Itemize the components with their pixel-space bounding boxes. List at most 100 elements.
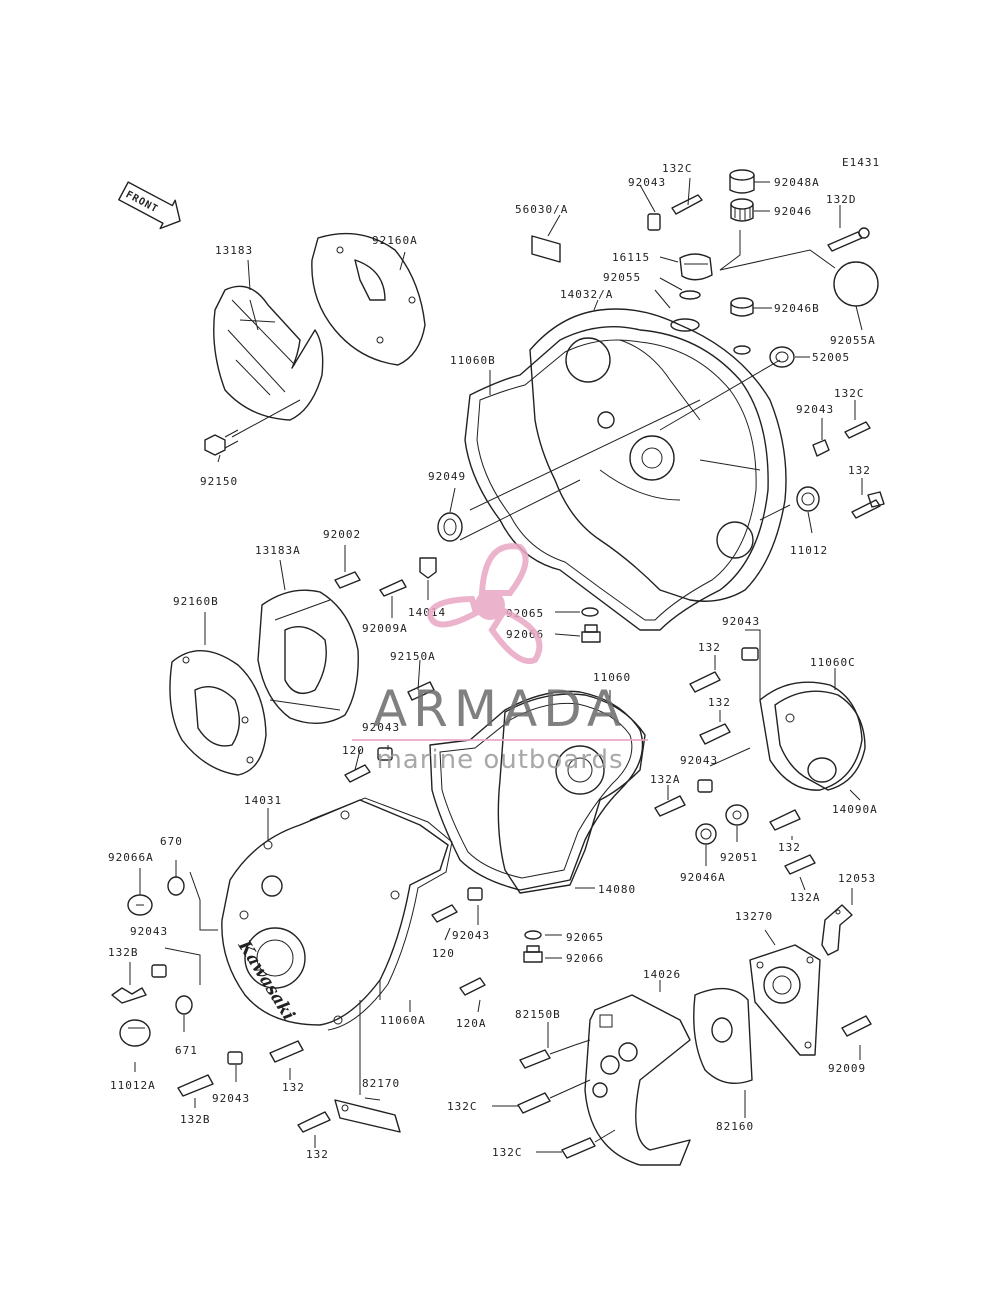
bolt-132b-top [111,987,147,1004]
label-132-r1: 132 [848,464,871,477]
label-132c-b2: 132C [492,1146,523,1159]
bolt-120-top [344,764,371,783]
label-92150a: 92150A [390,650,436,663]
oring-92065-bot [524,930,542,940]
seal-11012 [796,486,820,512]
label-670: 670 [160,835,183,848]
label-14026: 14026 [643,968,681,981]
label-671: 671 [175,1044,198,1057]
bolt-92150a [407,681,435,701]
label-132-r4: 132 [778,841,801,854]
dowel-92043-bot [227,1051,243,1065]
bushing-92046a [695,823,717,845]
label-92043-l4: 92043 [130,925,168,938]
cover-brand-text: Kawasaki [233,936,298,1024]
label-11060c: 11060C [810,656,856,669]
cover-13270 [749,944,821,1056]
bolt-132-r4 [769,809,801,831]
label-132-r2: 132 [698,641,721,654]
dowel-92043-l3 [377,747,393,761]
label-92049: 92049 [428,470,466,483]
guard-92160a [311,232,426,366]
guard-13183a [257,589,359,724]
bolt-132c-mid [844,421,871,439]
plate-82170 [334,1099,401,1133]
watermark-subtitle: marine outboards [376,745,623,775]
label-120-mid: 120 [432,947,455,960]
bolt-132d [827,227,870,252]
label-52005: 52005 [812,351,850,364]
label-11060a: 11060A [380,1014,426,1027]
label-132c-mid: 132C [834,387,865,400]
bolt-92002 [334,571,361,589]
gasket-11060c [759,681,863,791]
bracket-12053 [821,904,853,956]
label-14090a: 14090A [832,803,878,816]
label-120a: 120A [456,1017,487,1030]
label-132a-r: 132A [650,773,681,786]
oring-92055 [679,290,701,300]
plate-82160 [693,987,753,1084]
label-92002: 92002 [323,528,361,541]
dowel-92043-r3 [697,779,713,793]
guard-14026 [584,994,691,1166]
label-92055: 92055 [603,271,641,284]
label-92055a: 92055A [830,334,876,347]
bolt-132b-bot [177,1074,214,1097]
bolt-132-r1 [851,491,885,519]
bolt-132-r2 [689,671,721,693]
label-92051: 92051 [720,851,758,864]
label-92043-c: 92043 [452,929,490,942]
label-132c-b1: 132C [447,1100,478,1113]
oring-92055a [833,261,879,307]
label-120-top: 120 [342,744,365,757]
label-92043-r2: 92043 [722,615,760,628]
cover-14031: Kawasaki [221,799,449,1026]
label-92160a: 92160A [372,234,418,247]
guard-92160b [169,650,267,776]
crankcase-14032a [529,308,787,602]
label-14080: 14080 [598,883,636,896]
gasket-11060 [429,690,644,891]
label-82170: 82170 [362,1077,400,1090]
label-92043-l3: 92043 [362,721,400,734]
gasket-11060a [309,797,453,1031]
watermark: ARMADA marine outboards [352,543,648,775]
bolt-132-bot1 [269,1040,304,1063]
gasket-11060b [464,326,769,631]
label-132a-r2: 132A [790,891,821,904]
label-14032a: 14032/A [560,288,613,301]
bolt-132a-r2 [784,854,816,875]
washer-92051 [725,804,749,826]
label-14014: 14014 [408,606,446,619]
label-132b-top: 132B [108,946,139,959]
label-13270: 13270 [735,910,773,923]
label-132b-bot: 132B [180,1113,211,1126]
bearing-92046b [730,297,754,317]
label-92160b: 92160B [173,595,219,608]
label-11012: 11012 [790,544,828,557]
label-92043-bot: 92043 [212,1092,250,1105]
plug-92066-top [581,624,601,643]
bolt-132a-r [654,795,686,817]
label-12053: 12053 [838,872,876,885]
label-14031: 14031 [244,794,282,807]
oring-670 [167,876,185,896]
label-82150b: 82150B [515,1008,561,1021]
plug-11012a [119,1019,151,1047]
label-92046a: 92046A [680,871,726,884]
bearing-92046 [730,198,754,222]
label-92009a: 92009A [362,622,408,635]
bolt-132c-top [671,194,703,215]
dowel-92043-l4 [151,964,167,978]
bolt-132-bot2 [297,1111,331,1133]
label-92043-top: 92043 [628,176,666,189]
propeller-logo-icon [426,543,543,665]
dowel-92043-r2 [741,647,759,661]
label-92150: 92150 [200,475,238,488]
front-arrow-icon: FRONT [118,181,181,230]
seal-92049 [437,512,463,542]
bolt-92009a [379,579,407,597]
label-92066-bot: 92066 [566,952,604,965]
